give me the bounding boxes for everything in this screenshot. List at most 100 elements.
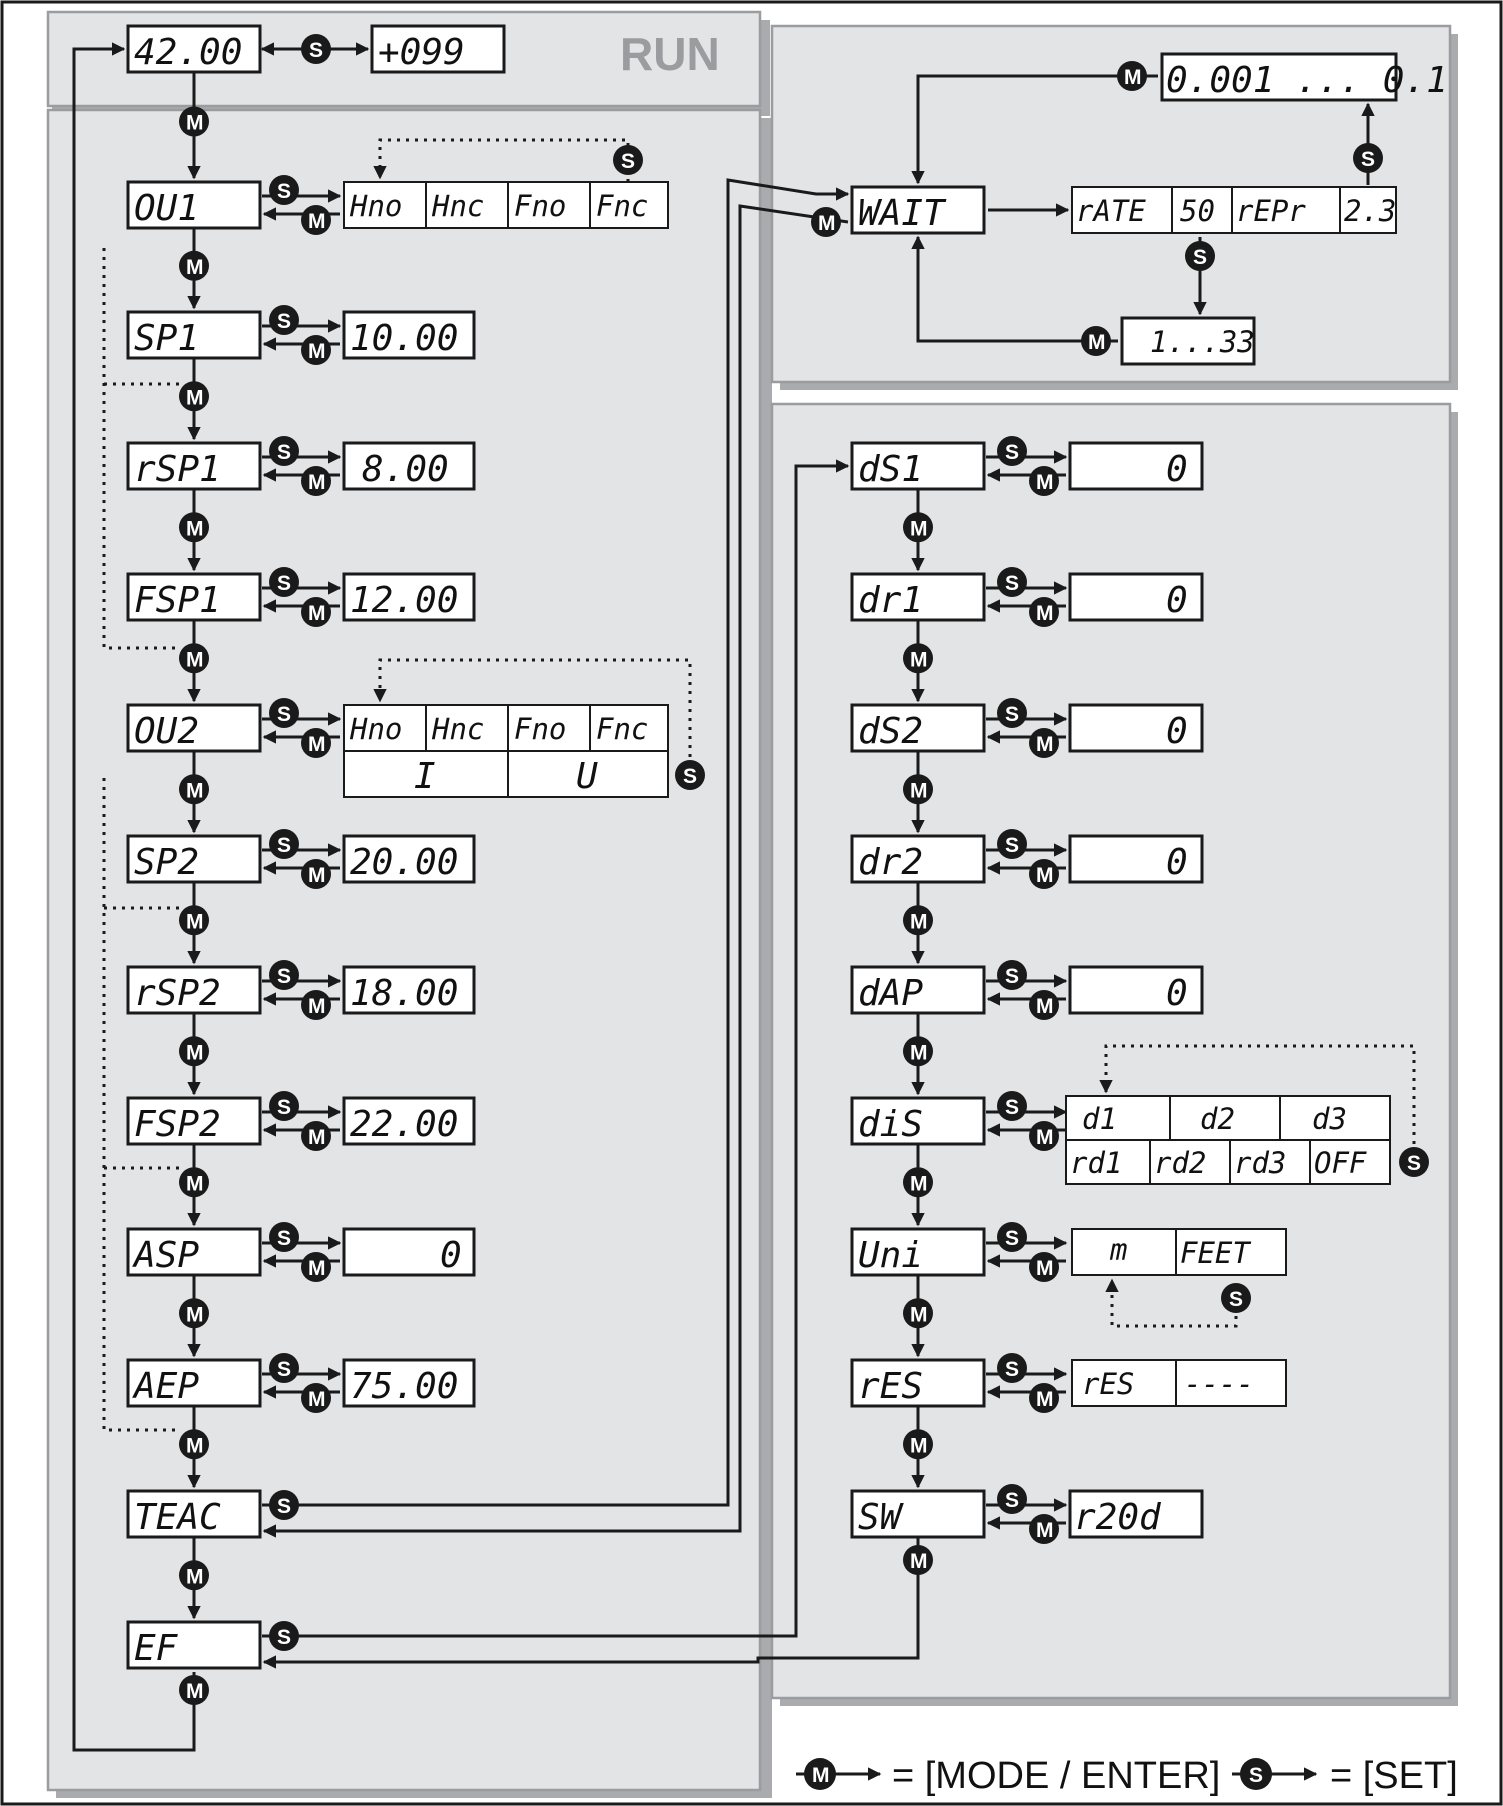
ou1-cycle-set-icon: S bbox=[613, 145, 643, 175]
return-to-run-line bbox=[72, 42, 196, 1752]
svg-text:M: M bbox=[1036, 1388, 1054, 1411]
run-set-button-icon: S bbox=[301, 34, 331, 64]
ef-label-res: rES bbox=[858, 1366, 923, 1407]
dr1-value-display: 0 bbox=[1068, 572, 1204, 622]
sw-value: r20d bbox=[1074, 1497, 1162, 1538]
rate-range-mode-icon: M bbox=[1117, 61, 1147, 91]
svg-text:M: M bbox=[1124, 66, 1142, 89]
svg-text:M: M bbox=[1036, 1126, 1054, 1149]
repr-value: 2.3 bbox=[1344, 194, 1396, 228]
ou2-option-hnc: Hnc bbox=[431, 712, 484, 746]
teac-to-wait-line bbox=[262, 178, 850, 1507]
svg-text:S: S bbox=[1005, 441, 1019, 464]
svg-text:S: S bbox=[277, 965, 291, 988]
mode-button-icon: M bbox=[179, 1560, 209, 1591]
legend-mode-letter: M bbox=[812, 1764, 830, 1787]
repr-set-icon: S bbox=[1353, 143, 1383, 173]
svg-text:S: S bbox=[1005, 1096, 1019, 1119]
fsp2-value: 22.00 bbox=[350, 1104, 458, 1145]
set-button-icon: S bbox=[269, 1353, 299, 1383]
mode-button-icon: M bbox=[179, 905, 209, 936]
svg-text:S: S bbox=[1005, 703, 1019, 726]
svg-text:S: S bbox=[1005, 1358, 1019, 1381]
mode-button-icon: M bbox=[903, 905, 933, 936]
svg-text:M: M bbox=[308, 1388, 326, 1411]
dr2-value: 0 bbox=[1166, 842, 1188, 883]
ou2-option-i: I bbox=[414, 756, 436, 797]
svg-text:M: M bbox=[186, 256, 204, 279]
svg-text:M: M bbox=[308, 733, 326, 756]
sw-to-ef-line bbox=[262, 1537, 920, 1669]
mode-button-icon: M bbox=[301, 597, 331, 627]
dis-option-d2: d2 bbox=[1200, 1102, 1235, 1136]
dis-option-d3: d3 bbox=[1312, 1102, 1347, 1136]
mode-button-icon: M bbox=[301, 466, 331, 496]
mode-button-icon: M bbox=[903, 774, 933, 805]
menu-label-teac: TEAC bbox=[134, 1497, 221, 1538]
repr-range: 1...33 bbox=[1150, 325, 1255, 359]
set-button-icon: S bbox=[997, 829, 1027, 859]
mode-button-icon: M bbox=[179, 1429, 209, 1460]
rate-range-display: 0.001 ... 0.1 bbox=[1160, 52, 1448, 102]
menu-item-asp: ASP bbox=[126, 1227, 262, 1277]
ef-label-dis: diS bbox=[858, 1104, 923, 1145]
set-button-icon: S bbox=[997, 436, 1027, 466]
svg-text:M: M bbox=[1036, 602, 1054, 625]
svg-text:S: S bbox=[1361, 148, 1375, 171]
legend-set-letter: S bbox=[1249, 1764, 1263, 1787]
ef-label-dr1: dr1 bbox=[858, 580, 923, 621]
set-button-icon: S bbox=[997, 1091, 1027, 1121]
menu-label-ou2: OU2 bbox=[134, 711, 199, 752]
uni-option-m: m bbox=[1109, 1233, 1127, 1267]
mode-button-icon: M bbox=[1029, 1252, 1059, 1282]
mode-button-icon: M bbox=[301, 1121, 331, 1151]
dap-value-display: 0 bbox=[1068, 965, 1204, 1015]
ou2-option-fno: Fno bbox=[514, 712, 566, 746]
sp2-value-display: 20.00 bbox=[342, 834, 476, 884]
mode-button-icon: M bbox=[1029, 1383, 1059, 1413]
legend-set-text: = [SET] bbox=[1330, 1755, 1458, 1797]
svg-text:M: M bbox=[186, 386, 204, 409]
svg-text:M: M bbox=[186, 779, 204, 802]
mode-button-icon: M bbox=[903, 1429, 933, 1460]
mode-button-icon: M bbox=[1029, 990, 1059, 1020]
set-button-icon: S bbox=[269, 829, 299, 859]
mode-button-icon: M bbox=[179, 250, 209, 281]
group-2-dotted-line bbox=[102, 778, 180, 1432]
ou1-option-fnc: Fnc bbox=[596, 189, 648, 223]
wait-mode-button-icon: M bbox=[811, 207, 841, 237]
menu-item-rsp2: rSP2 bbox=[126, 965, 262, 1015]
svg-text:S: S bbox=[1193, 246, 1207, 269]
ou1-option-hnc: Hnc bbox=[431, 189, 484, 223]
ou2-option-fnc: Fnc bbox=[596, 712, 648, 746]
set-button-icon: S bbox=[269, 1222, 299, 1252]
mode-button-icon: M bbox=[179, 774, 209, 805]
mode-button-icon: M bbox=[1029, 1514, 1059, 1544]
svg-text:M: M bbox=[910, 1172, 928, 1195]
svg-text:M: M bbox=[1036, 1519, 1054, 1542]
menu-label-fsp2: FSP2 bbox=[134, 1104, 221, 1145]
ef-item-res: rES bbox=[850, 1358, 986, 1408]
svg-text:M: M bbox=[186, 1303, 204, 1326]
asp-value-display: 0 bbox=[342, 1227, 476, 1277]
svg-text:S: S bbox=[277, 572, 291, 595]
svg-text:M: M bbox=[910, 779, 928, 802]
svg-text:M: M bbox=[186, 1565, 204, 1588]
svg-text:M: M bbox=[910, 648, 928, 671]
mode-button-icon: M bbox=[179, 1675, 209, 1705]
ef-menu-values: 0 0 0 0 0 d1 d2 d3 rd1 rd2 rd3 OFF m FEE… bbox=[1065, 441, 1391, 1539]
svg-text:S: S bbox=[1229, 1288, 1243, 1311]
ou2-option-u: U bbox=[576, 756, 598, 797]
mode-button-icon: M bbox=[301, 335, 331, 365]
sw-value-display: r20d bbox=[1068, 1489, 1204, 1539]
menu-item-sp2: SP2 bbox=[126, 834, 262, 884]
mode-button-icon: M bbox=[301, 990, 331, 1020]
svg-text:S: S bbox=[277, 1626, 291, 1649]
left-menu: OU1 SP1 rSP1 FSP1 OU2 SP2 rSP2 FSP2 ASP … bbox=[126, 180, 262, 1670]
svg-text:S: S bbox=[277, 834, 291, 857]
svg-text:M: M bbox=[308, 995, 326, 1018]
svg-text:M: M bbox=[186, 910, 204, 933]
uni-cycle-set-icon: S bbox=[1221, 1283, 1251, 1313]
dis-cycle-line bbox=[1099, 1044, 1416, 1162]
